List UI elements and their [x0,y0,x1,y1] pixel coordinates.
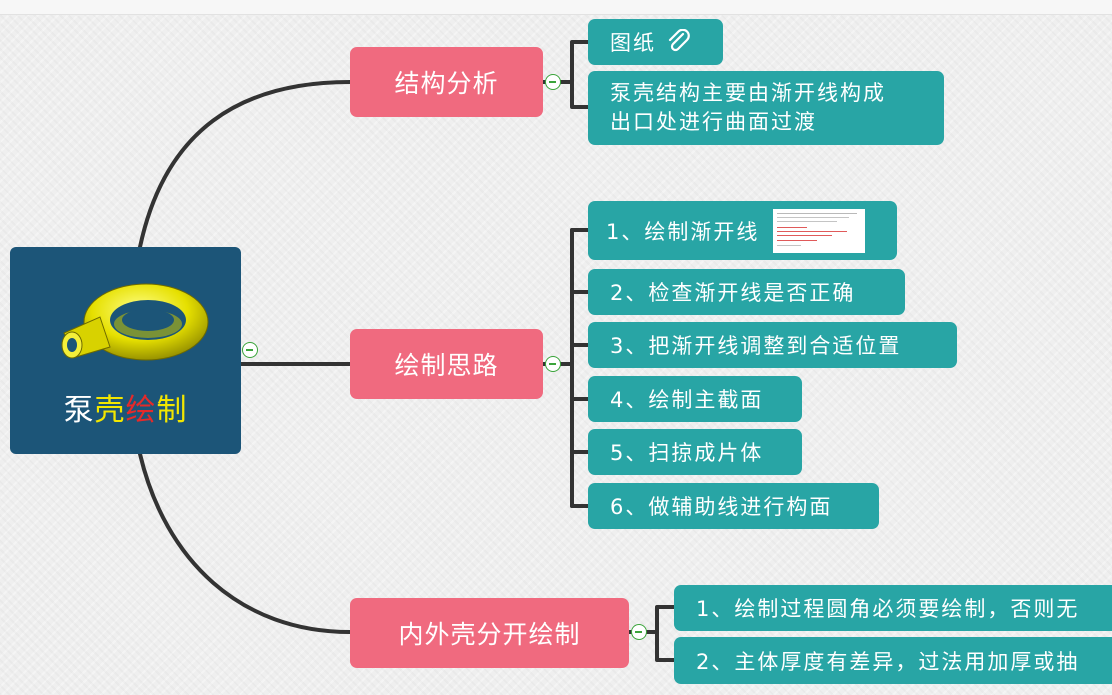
central-title-part: 制 [156,393,188,428]
top-bar [0,0,1112,15]
central-title-part: 泵 [63,393,95,428]
leaf-label: 2、主体厚度有差异，过法用加厚或抽 [696,649,1080,674]
branch-drawing-approach[interactable]: 绘制思路 [350,329,543,399]
leaf-inner-outer-1[interactable]: 1、绘制过程圆角必须要绘制，否则无 [674,585,1112,631]
paperclip-icon[interactable] [666,29,692,55]
leaf-step-2[interactable]: 2、检查渐开线是否正确 [588,269,905,315]
collapse-central-toggle[interactable] [242,342,258,358]
branch-structure-analysis[interactable]: 结构分析 [350,47,543,117]
leaf-drawings[interactable]: 图纸 [588,19,723,65]
leaf-label: 6、做辅助线进行构面 [610,495,833,519]
central-title-part: 壳 [94,393,126,428]
branch-inner-outer-shell[interactable]: 内外壳分开绘制 [350,598,629,668]
leaf-label: 1、绘制过程圆角必须要绘制，否则无 [696,597,1080,621]
leaf-label: 图纸 [610,31,656,55]
leaf-step-4[interactable]: 4、绘制主截面 [588,376,802,422]
leaf-step-3[interactable]: 3、把渐开线调整到合适位置 [588,322,957,368]
leaf-label: 3、把渐开线调整到合适位置 [610,334,902,358]
branch-label: 绘制思路 [394,351,499,380]
collapse-structure-toggle[interactable] [545,74,561,90]
thumbnail-image[interactable] [773,208,866,253]
leaf-step-6[interactable]: 6、做辅助线进行构面 [588,483,879,529]
leaf-step-1[interactable]: 1、绘制渐开线 [588,201,897,260]
leaf-label: 1、绘制渐开线 [606,219,760,244]
leaf-label: 4、绘制主截面 [610,388,764,412]
connector-inner-outer [138,452,352,634]
leaf-line: 泵壳结构主要由渐开线构成 [610,81,886,105]
central-title: 泵壳绘制 [10,385,241,429]
central-topic[interactable]: 泵壳绘制 [10,247,241,454]
central-title-part: 绘 [125,393,157,428]
leaf-label: 5、扫掠成片体 [610,441,764,465]
leaf-step-5[interactable]: 5、扫掠成片体 [588,429,802,475]
leaf-structure-desc[interactable]: 泵壳结构主要由渐开线构成 出口处进行曲面过渡 [588,71,944,145]
branch-label: 结构分析 [394,69,499,98]
collapse-approach-toggle[interactable] [545,356,561,372]
leaf-label: 2、检查渐开线是否正确 [610,281,856,305]
pump-casing-image [61,283,209,361]
connector-approach-leaves [570,228,590,508]
connector-structure [138,80,352,249]
collapse-inner-outer-toggle[interactable] [631,624,647,640]
branch-label: 内外壳分开绘制 [398,620,581,649]
leaf-line: 出口处进行曲面过渡 [610,110,817,134]
leaf-inner-outer-2[interactable]: 2、主体厚度有差异，过法用加厚或抽 [674,637,1112,684]
